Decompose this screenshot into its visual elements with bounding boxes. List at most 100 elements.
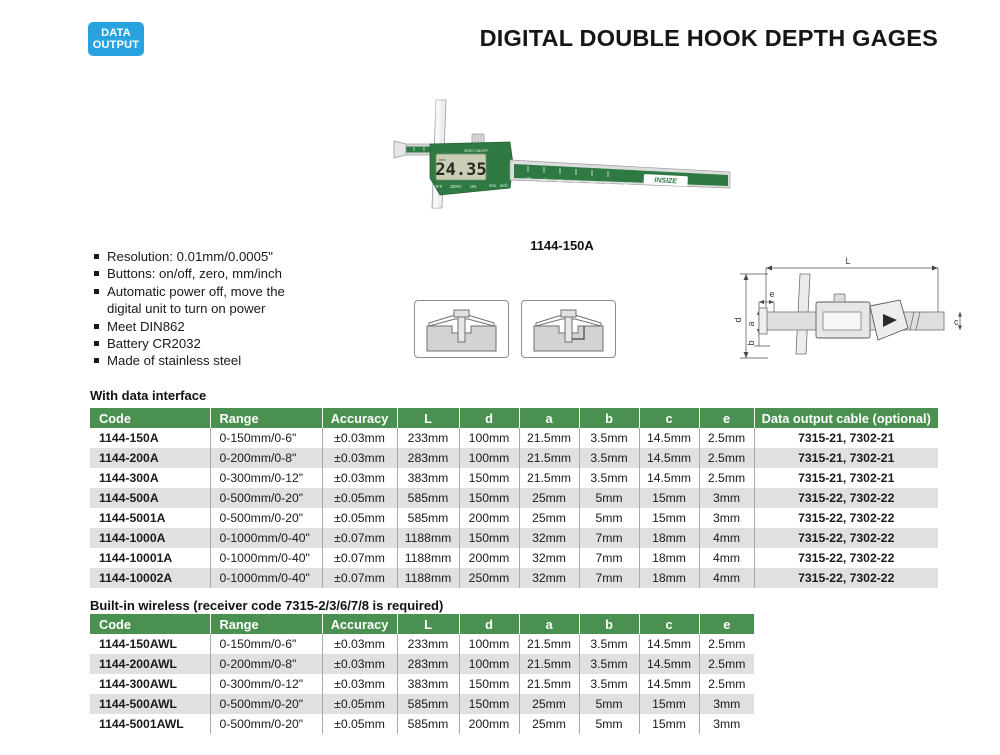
table-cell: 7315-22, 7302-22	[754, 508, 938, 528]
feature-text: Buttons: on/off, zero, mm/inch	[107, 266, 282, 282]
feature-list: Resolution: 0.01mm/0.0005" Buttons: on/o…	[92, 248, 392, 370]
svg-text:1/8: 1/8	[525, 176, 531, 181]
svg-text:ZERO ON/OFF: ZERO ON/OFF	[464, 149, 489, 153]
feature-text: Resolution: 0.01mm/0.0005"	[107, 249, 273, 264]
table2-col-b: b	[579, 614, 640, 634]
table-cell: 585mm	[397, 694, 460, 714]
table-cell: 3.5mm	[579, 634, 640, 654]
table-cell: 0-200mm/0-8"	[210, 448, 323, 468]
feature-item: Made of stainless steel	[92, 352, 392, 369]
svg-text:ZERO: ZERO	[450, 184, 462, 189]
dimension-label-e: e	[769, 289, 774, 299]
table1-col-accuracy: Accuracy	[322, 408, 398, 428]
table-cell: ±0.05mm	[322, 714, 398, 734]
table-cell: 3mm	[699, 488, 755, 508]
table-cell: ±0.03mm	[322, 634, 398, 654]
table-cell: 233mm	[397, 634, 460, 654]
cell-code: 1144-500AWL	[90, 694, 211, 714]
cell-code: 1144-10002A	[90, 568, 211, 588]
table-cell: 18mm	[639, 528, 700, 548]
table-cell: 0-500mm/0-20"	[210, 694, 323, 714]
table-cell: ±0.05mm	[322, 488, 398, 508]
table-cell: 200mm	[459, 548, 520, 568]
table-cell: 4mm	[699, 548, 755, 568]
table-cell: 585mm	[397, 488, 460, 508]
table-cell: 250mm	[459, 568, 520, 588]
table-cell: 15mm	[639, 488, 700, 508]
svg-text:5/8: 5/8	[589, 180, 595, 185]
svg-text:1/2: 1/2	[573, 179, 579, 184]
table1-col-code: Code	[90, 408, 211, 428]
table-cell: ±0.05mm	[322, 694, 398, 714]
cell-code: 1144-1000A	[90, 528, 211, 548]
table1-col-e: e	[699, 408, 755, 428]
table-cell: 3.5mm	[579, 654, 640, 674]
table1-header-row: Code Range Accuracy L d a b c e Data out…	[90, 408, 938, 428]
table-cell: 200mm	[459, 508, 520, 528]
feature-text-continued: digital unit to turn on power	[107, 301, 266, 317]
feature-text: Meet DIN862	[107, 318, 185, 334]
table-cell: 585mm	[397, 508, 460, 528]
table-cell: 15mm	[639, 714, 700, 734]
table-cell: 2.5mm	[699, 674, 754, 694]
dimension-label-d: d	[733, 317, 743, 322]
table-cell: 25mm	[519, 714, 580, 734]
table-cell: 18mm	[639, 548, 700, 568]
cell-code: 1144-150AWL	[90, 634, 211, 654]
dimension-label-a: a	[746, 321, 756, 326]
table1-col-range: Range	[210, 408, 323, 428]
dimension-illustration: L e c d a b	[733, 256, 962, 359]
table-cell: 7315-21, 7302-21	[754, 448, 938, 468]
table-cell: 15mm	[639, 694, 700, 714]
table2-col-accuracy: Accuracy	[322, 614, 398, 634]
dimension-drawing: L e c d a b	[728, 250, 976, 362]
depth-gage-illustration: ZERO ON/OFF 24.35 mm OFF ZERO ON mm inch…	[393, 99, 731, 209]
table-cell: 0-1000mm/0-40"	[210, 568, 323, 588]
cell-code: 1144-500A	[90, 488, 211, 508]
table-cell: ±0.03mm	[322, 428, 398, 448]
table-cell: 2.5mm	[699, 468, 755, 488]
table2-col-L: L	[397, 614, 460, 634]
table2-col-a: a	[519, 614, 580, 634]
table-cell: 1188mm	[397, 528, 460, 548]
table-cell: 3.5mm	[579, 674, 640, 694]
table-cell: 0-1000mm/0-40"	[210, 548, 323, 568]
table-cell: 4mm	[699, 568, 755, 588]
feature-text: Automatic power off, move the	[107, 283, 285, 299]
table-cell: 150mm	[459, 528, 520, 548]
table2-col-code: Code	[90, 614, 211, 634]
table-cell: 100mm	[459, 654, 520, 674]
table-cell: 1188mm	[397, 568, 460, 588]
table-cell: 5mm	[579, 508, 640, 528]
table-cell: 7mm	[579, 568, 640, 588]
table-cell: 5mm	[579, 694, 640, 714]
cell-code: 1144-300AWL	[90, 674, 211, 694]
table-cell: 0-150mm/0-6"	[210, 634, 323, 654]
dimension-label-L: L	[845, 256, 850, 266]
table-cell: 5mm	[579, 714, 640, 734]
svg-text:ON: ON	[470, 184, 476, 189]
table-cell: ±0.03mm	[322, 468, 398, 488]
table-cell: 5mm	[579, 488, 640, 508]
feature-text: Made of stainless steel	[107, 353, 242, 369]
cell-code: 1144-10001A	[90, 548, 211, 568]
table-cell: 3mm	[699, 694, 754, 714]
table-cell: 7315-21, 7302-21	[754, 428, 938, 448]
data-output-badge: DATA OUTPUT	[88, 22, 144, 56]
table-cell: 25mm	[519, 694, 580, 714]
table-cell: 383mm	[397, 674, 460, 694]
table1-col-d: d	[459, 408, 520, 428]
table-cell: 2.5mm	[699, 654, 754, 674]
table-cell: 32mm	[519, 568, 580, 588]
table-cell: 32mm	[519, 548, 580, 568]
table1-title: With data interface	[90, 388, 207, 403]
data-output-badge-line2: OUTPUT	[92, 39, 140, 51]
application-diagram-inner-hook	[521, 300, 616, 358]
page-title: DIGITAL DOUBLE HOOK DEPTH GAGES	[479, 25, 938, 51]
table2-col-range: Range	[210, 614, 323, 634]
